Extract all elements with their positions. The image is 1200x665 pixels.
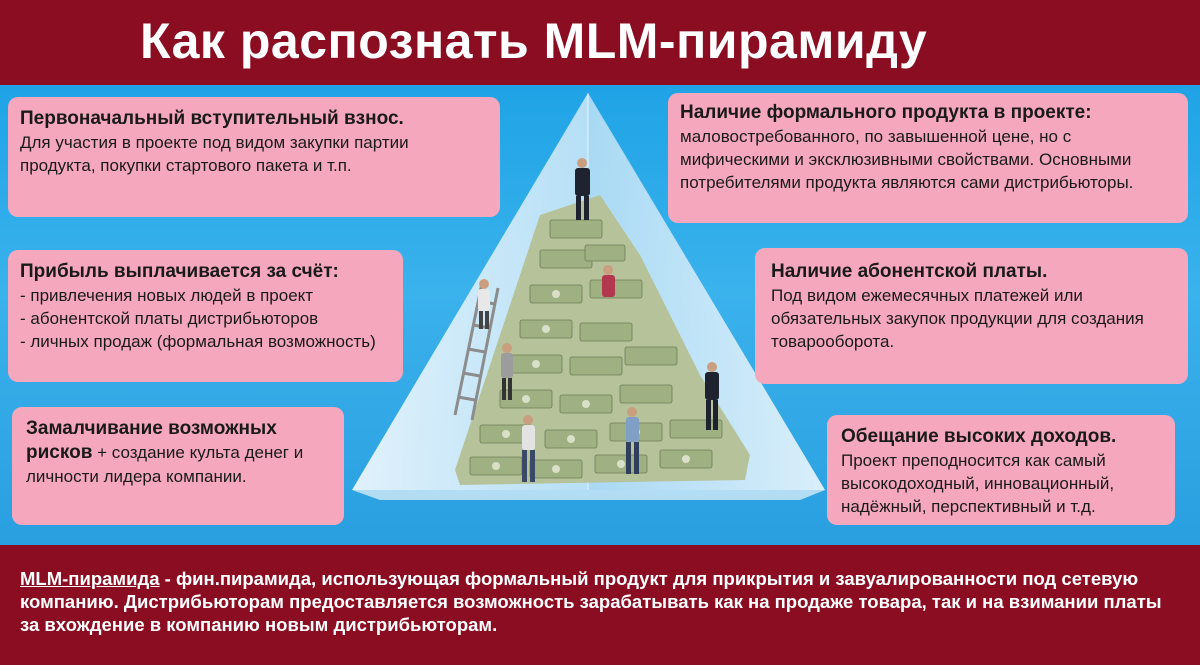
money-pile-icon: [455, 195, 750, 485]
page-title: Как распознать MLM-пирамиду: [140, 13, 928, 69]
person-climber-icon: [478, 279, 490, 329]
person-bottom-right-icon: [626, 407, 639, 474]
card-subscription: Наличие абонентской платы. Под видом еже…: [755, 248, 1188, 384]
person-woman-icon: [602, 265, 615, 297]
card-profit: Прибыль выплачивается за счёт: - привлеч…: [8, 250, 403, 382]
card-profit-item: - привлечения новых людей в проект: [20, 286, 314, 305]
card-subscription-heading: Наличие абонентской платы.: [771, 261, 1048, 282]
person-bottom-left-icon: [522, 415, 535, 482]
person-middle-icon: [501, 343, 513, 400]
card-profit-heading: Прибыль выплачивается за счёт:: [20, 261, 339, 282]
card-product-text: маловостребованного, по завышенной цене,…: [680, 127, 1134, 192]
card-risks-heading: Замалчивание возможных рисков: [26, 418, 277, 463]
card-income-text: Проект преподносится как самый высокодох…: [841, 451, 1115, 516]
header-band: Как распознать MLM-пирамиду: [0, 0, 1200, 85]
card-product-heading: Наличие формального продукта в проекте:: [680, 102, 1092, 123]
card-profit-item: - абонентской платы дистрибьюторов: [20, 309, 319, 328]
pyramid-illustration: [352, 93, 825, 500]
card-profit-item: - личных продаж (формальная возможность): [20, 332, 376, 351]
card-risks: Замалчивание возможных рисков + создание…: [12, 407, 344, 525]
card-entry-fee: Первоначальный вступительный взнос. Для …: [8, 97, 500, 217]
card-entry-fee-heading: Первоначальный вступительный взнос.: [20, 108, 404, 129]
footer-band: MLM-пирамида - фин.пирамида, использующа…: [0, 545, 1200, 665]
pyramid-base: [352, 490, 825, 500]
card-product: Наличие формального продукта в проекте: …: [668, 93, 1188, 223]
card-income: Обещание высоких доходов. Проект преподн…: [827, 415, 1175, 525]
card-income-heading: Обещание высоких доходов.: [841, 426, 1117, 447]
card-risks-body: Замалчивание возможных рисков + создание…: [26, 417, 330, 488]
footer-definition: MLM-пирамида - фин.пирамида, использующа…: [20, 567, 1180, 636]
person-right-icon: [705, 362, 719, 430]
person-top-icon: [575, 158, 590, 220]
card-subscription-text: Под видом ежемесячных платежей или обяза…: [771, 286, 1144, 351]
main-panel: Первоначальный вступительный взнос. Для …: [0, 85, 1200, 545]
card-risks-text: + создание культа денег и личности лидер…: [26, 443, 304, 486]
ladder-icon: [453, 282, 500, 421]
card-entry-fee-text: Для участия в проекте под видом закупки …: [20, 133, 409, 175]
footer-term: MLM-пирамида: [20, 568, 160, 589]
footer-definition-text: - фин.пирамида, использующая формальный …: [20, 568, 1162, 635]
